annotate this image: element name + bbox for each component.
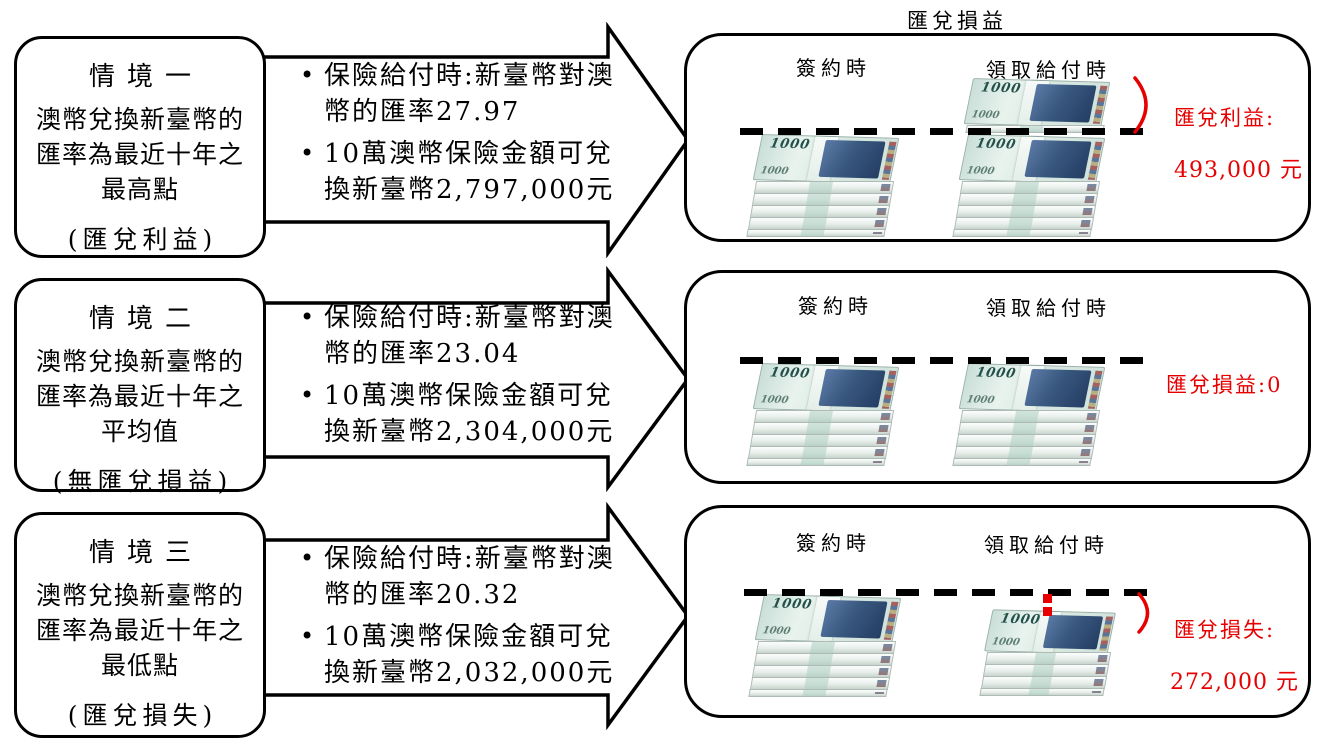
- scenario-3-bullets: 保險給付時:新臺幣對澳幣的匯率20.32 10萬澳幣保險金額可兌換新臺幣2,03…: [298, 540, 620, 691]
- exchange-loss-value: 272,000 元: [1170, 670, 1299, 695]
- exchange-loss-label: 匯兌損失:: [1174, 618, 1276, 642]
- scenario-1-description: 澳幣兌換新臺幣的匯率為最近十年之最高點: [35, 105, 244, 204]
- dashed-baseline: [744, 589, 1160, 596]
- scenario-3-description: 澳幣兌換新臺幣的匯率為最近十年之最低點: [35, 581, 244, 680]
- banknote-bundle-edge: [746, 229, 886, 237]
- bullet-item: 10萬澳幣保險金額可兌換新臺幣2,797,000元: [298, 135, 620, 208]
- bullet-item: 10萬澳幣保險金額可兌換新臺幣2,032,000元: [298, 618, 620, 691]
- scenario-2-title: 情境二: [88, 304, 203, 334]
- bullet-item: 保險給付時:新臺幣對澳幣的匯率27.97: [298, 57, 620, 130]
- scenario-1-title: 情境一: [88, 62, 203, 92]
- column-label-payout: 領取給付時: [986, 296, 1111, 320]
- scenario-3-title: 情境三: [88, 538, 203, 568]
- banknote-bundle-edge: [952, 458, 1092, 466]
- red-brace-icon: [1137, 592, 1150, 634]
- scenario-2-description: 澳幣兌換新臺幣的匯率為最近十年之平均值: [35, 347, 244, 446]
- banknote-portrait: [1024, 368, 1092, 408]
- scenario-2-bullets: 保險給付時:新臺幣對澳幣的匯率23.04 10萬澳幣保險金額可兌換新臺幣2,30…: [298, 299, 620, 450]
- scenario-2-box: 情境二 澳幣兌換新臺幣的匯率為最近十年之平均值 (無匯兌損益): [14, 278, 266, 496]
- banknote-bundle-edge: [746, 458, 886, 466]
- bullet-item: 保險給付時:新臺幣對澳幣的匯率23.04: [298, 299, 620, 372]
- red-brace-icon: [1133, 76, 1148, 134]
- banknote-portrait: [818, 139, 886, 179]
- scenario-2-note: (無匯兌損益): [52, 467, 233, 496]
- bullet-item: 10萬澳幣保險金額可兌換新臺幣2,304,000元: [298, 377, 620, 450]
- bullet-item: 保險給付時:新臺幣對澳幣的匯率20.32: [298, 540, 620, 613]
- dashed-baseline: [740, 357, 1155, 364]
- column-label-signing: 簽約時: [796, 531, 871, 555]
- banknote-portrait: [818, 368, 886, 408]
- exchange-gain-label: 匯兌利益:: [1174, 106, 1276, 130]
- exchange-neutral-label: 匯兌損益:0: [1166, 373, 1283, 397]
- scenario-1-bullets: 保險給付時:新臺幣對澳幣的匯率27.97 10萬澳幣保險金額可兌換新臺幣2,79…: [298, 57, 620, 208]
- scenario-3-note: (匯兌損失): [67, 701, 218, 730]
- banknote-portrait: [1029, 83, 1097, 123]
- column-label-signing: 簽約時: [796, 56, 871, 80]
- column-label-payout: 領取給付時: [986, 58, 1111, 82]
- scenario-1-note: (匯兌利益): [67, 225, 218, 254]
- banknote-bundle-edge: [979, 688, 1105, 696]
- banknote-portrait: [1043, 614, 1104, 650]
- banknote-portrait: [1024, 139, 1092, 179]
- exchange-gain-value: 493,000 元: [1174, 158, 1303, 183]
- column-label-payout: 領取給付時: [984, 533, 1109, 557]
- scenario-3-box: 情境三 澳幣兌換新臺幣的匯率為最近十年之最低點 (匯兌損失): [14, 512, 266, 738]
- banknote-portrait: [820, 599, 888, 639]
- column-label-signing: 簽約時: [798, 294, 873, 318]
- scenario-1-box: 情境一 澳幣兌換新臺幣的匯率為最近十年之最高點 (匯兌利益): [14, 36, 266, 258]
- banknote-bundle-edge: [748, 689, 888, 697]
- banknote-bundle-edge: [952, 229, 1092, 237]
- gap-dots-icon: [1043, 594, 1052, 616]
- dashed-baseline: [740, 128, 1150, 135]
- diagram-title: 匯兌損益: [907, 9, 1007, 33]
